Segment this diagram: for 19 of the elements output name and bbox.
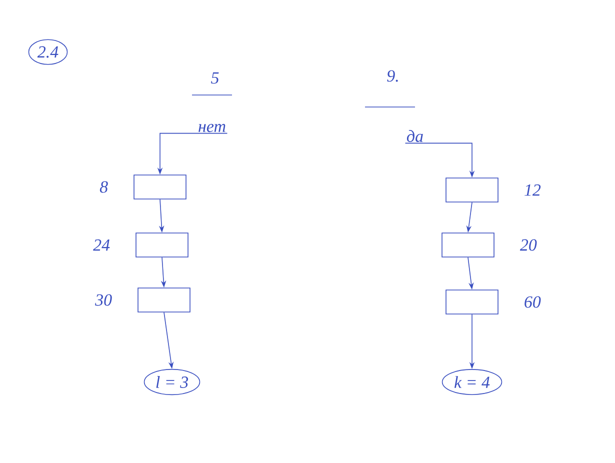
empty-box xyxy=(138,288,190,312)
oval-label: k = 4 xyxy=(442,369,502,395)
number-label: 9. xyxy=(387,70,398,82)
handwritten-label: нет xyxy=(198,124,226,132)
empty-box xyxy=(446,290,498,314)
side-number: 12 xyxy=(524,184,541,196)
side-number: 60 xyxy=(524,296,541,308)
oval-label: l = 3 xyxy=(144,368,200,396)
empty-box xyxy=(446,178,498,202)
side-number: 24 xyxy=(93,239,110,251)
side-number: 8 xyxy=(100,181,108,193)
empty-box xyxy=(442,232,494,258)
handwritten-label: да xyxy=(406,130,423,142)
oval-label: 2.4 xyxy=(28,39,68,65)
empty-box xyxy=(134,174,186,200)
side-number: 30 xyxy=(95,294,112,306)
side-number: 20 xyxy=(520,239,537,251)
number-label: 5 xyxy=(211,72,219,84)
empty-box xyxy=(136,232,188,258)
